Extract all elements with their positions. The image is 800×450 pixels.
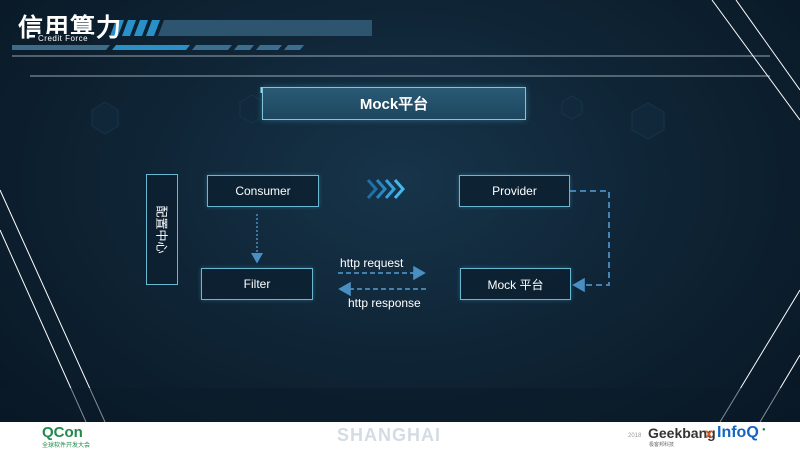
http-response-label: http response	[348, 296, 421, 310]
logo-subtext: Credit Force	[35, 34, 92, 43]
geekbang-prefix: 2018	[628, 433, 642, 439]
config-center-node: 配置中心	[146, 174, 178, 285]
slide: 信用算力 Credit Force Mock平台 配置中心 Consumer P…	[0, 20, 800, 422]
qcon-logo: QCon	[42, 424, 83, 441]
geekbang-x-mark: x	[705, 425, 713, 441]
filter-node: Filter	[201, 268, 313, 300]
provider-node: Provider	[459, 175, 570, 207]
config-center-label: 配置中心	[154, 205, 169, 254]
background-decoration	[0, 20, 800, 422]
consumer-node: Consumer	[207, 175, 319, 207]
city-watermark: SHANGHAI	[337, 425, 442, 445]
footer: QCon 全球软件开发大会 SHANGHAI 2018 Geekbang x 极…	[0, 422, 800, 450]
geekbang-logo: Geekbang	[648, 425, 716, 441]
mock-platform-node: Mock 平台	[460, 268, 571, 300]
http-request-label: http request	[340, 256, 404, 270]
qcon-subtitle: 全球软件开发大会	[42, 443, 91, 449]
geekbang-subtitle: 极客邦科技	[649, 442, 675, 448]
infoq-mark-icon: ●	[762, 427, 766, 433]
page-title: Mock平台	[262, 87, 526, 120]
arrow-provider-mock	[570, 190, 610, 293]
infoq-logo: InfoQ	[717, 424, 759, 441]
chevron-arrows-icon	[366, 179, 406, 199]
